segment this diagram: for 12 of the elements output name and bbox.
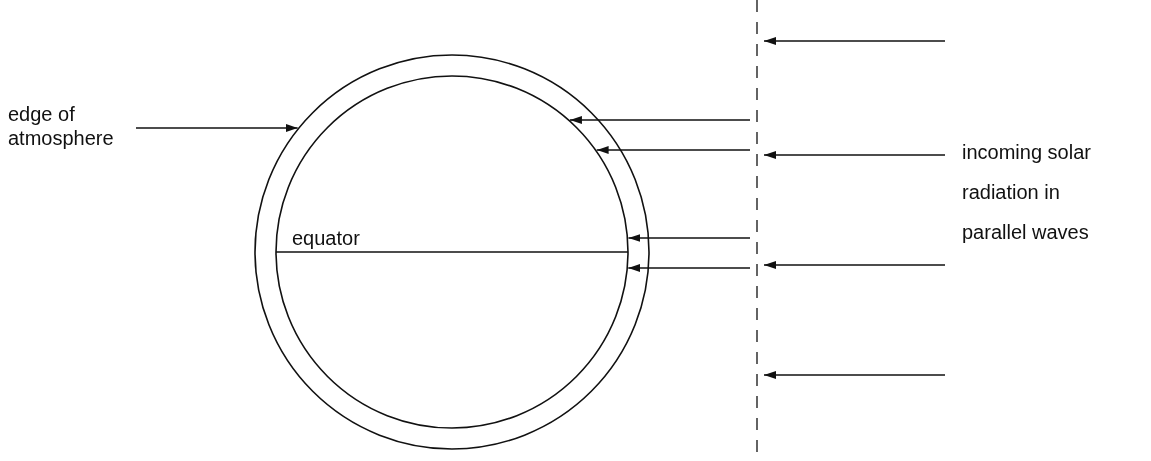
leader-arrow bbox=[135, 124, 299, 132]
radiation-arrow bbox=[763, 151, 946, 159]
radiation-caption: incoming solar radiation in parallel waves bbox=[962, 140, 1092, 245]
leader-arrow bbox=[596, 146, 751, 154]
leader-arrow bbox=[627, 234, 751, 242]
radiation-arrow bbox=[763, 261, 946, 269]
equator-label: equator bbox=[292, 226, 361, 250]
edge-label: edge of atmosphere bbox=[8, 102, 128, 154]
leader-arrow bbox=[627, 264, 751, 272]
radiation-arrow bbox=[763, 37, 946, 45]
leader-arrow bbox=[569, 116, 751, 124]
radiation-arrow bbox=[763, 371, 946, 379]
